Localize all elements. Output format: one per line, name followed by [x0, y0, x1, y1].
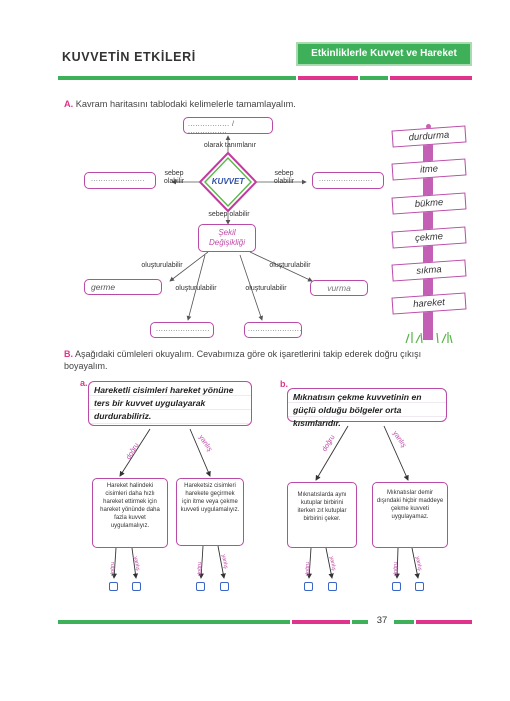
section-title-banner: Etkinliklerle Kuvvet ve Hareket: [296, 42, 472, 66]
germe-label: germe: [91, 282, 116, 292]
a2-dogru: doğru: [197, 561, 203, 576]
a1-dogru: doğru: [110, 561, 116, 576]
b-letter: b.: [280, 379, 288, 389]
edge-bottom-right-label: oluşturulabilir: [245, 285, 287, 292]
b-left-text-box: Mıknatıslarda aynı kutuplar birbirini it…: [287, 482, 357, 548]
bottom-right-blank: ......................: [248, 326, 302, 333]
part-b-text: Aşağıdaki cümleleri okuyalım. Cevabımıza…: [64, 349, 422, 371]
b1-dogru-checkbox[interactable]: [304, 582, 313, 591]
top-blank-box[interactable]: ................. / ................: [183, 117, 273, 135]
a1-yanlis-checkbox[interactable]: [132, 582, 141, 591]
b-statement: Mıknatısın çekme kuvvetinin en güçlü old…: [293, 392, 422, 428]
a-statement-box: Hareketli cisimleri hareket yönüne ters …: [88, 381, 252, 426]
germe-box: germe: [84, 279, 162, 295]
b-left-text: Mıknatıslarda aynı kutuplar birbirini it…: [297, 492, 347, 522]
part-b-instruction: B. Aşağıdaki cümleleri okuyalım. Cevabım…: [64, 348, 454, 372]
b1-dogru: doğru: [305, 561, 311, 576]
a-left-text-box: Hareket halindeki cisimleri daha hızlı h…: [92, 478, 168, 548]
a-statement: Hareketli cisimleri hareket yönüne ters …: [94, 385, 234, 421]
section-title: Etkinliklerle Kuvvet ve Hareket: [311, 48, 457, 59]
a-right-text-box: Hareketsiz cisimleri harekete geçirmek i…: [176, 478, 244, 546]
page-number: 37: [371, 615, 393, 626]
edge-bottom-left-label: oluşturulabilir: [175, 285, 217, 292]
sign-pin: [426, 124, 431, 129]
top-blank: ................. / ................: [188, 121, 235, 135]
part-b-letter: B.: [64, 349, 73, 359]
edge-left-label: oluşturulabilir: [141, 262, 183, 269]
shape-change-node: Şekil Değişikliği: [198, 224, 256, 252]
bottom-left-blank-box[interactable]: ......................: [150, 322, 214, 338]
left-blank-box[interactable]: ......................: [84, 172, 156, 189]
b1-yanlis-checkbox[interactable]: [328, 582, 337, 591]
right-edge-label: sebep olabilir: [273, 170, 295, 185]
a1-dogru-checkbox[interactable]: [109, 582, 118, 591]
bottom-left-blank: ......................: [156, 326, 210, 333]
b-right-text: Mıknatıslar demir dışındaki hiçbir madde…: [376, 490, 444, 520]
left-blank: ......................: [91, 176, 145, 183]
a2-dogru-checkbox[interactable]: [196, 582, 205, 591]
b-statement-box: Mıknatısın çekme kuvvetinin en güçlü old…: [287, 388, 447, 428]
chapter-title: KUVVETİN ETKİLERİ: [62, 50, 196, 64]
footer-rule: [58, 619, 472, 625]
a-letter: a.: [80, 378, 88, 388]
down-edge-label: sebep olabilir: [208, 211, 250, 218]
part-a-instruction: A. Kavram haritasını tablodaki kelimeler…: [64, 99, 296, 109]
part-a-text: Kavram haritasını tablodaki kelimelerle …: [75, 99, 296, 109]
edge-right-label: oluşturulabilir: [269, 262, 311, 269]
a-left-text: Hareket halindeki cisimleri daha hızlı h…: [100, 483, 160, 529]
right-blank-box[interactable]: ......................: [312, 172, 384, 189]
b-right-text-box: Mıknatıslar demir dışındaki hiçbir madde…: [372, 482, 448, 548]
b2-dogru: doğru: [393, 561, 399, 576]
right-blank: ......................: [319, 176, 373, 183]
part-a-letter: A.: [64, 99, 74, 109]
vurma-label: vurma: [327, 283, 351, 293]
b2-dogru-checkbox[interactable]: [392, 582, 401, 591]
a2-yanlis-checkbox[interactable]: [220, 582, 229, 591]
center-concept: KUVVET: [211, 177, 245, 186]
b2-yanlis-checkbox[interactable]: [415, 582, 424, 591]
top-edge-label: olarak tanımlanır: [203, 142, 257, 149]
a-right-text: Hareketsiz cisimleri harekete geçirmek i…: [180, 483, 240, 513]
signpost-grass: [404, 330, 454, 344]
bottom-right-blank-box[interactable]: ......................: [244, 322, 302, 338]
vurma-box: vurma: [310, 280, 368, 296]
shape-change-label: Şekil Değişikliği: [208, 228, 245, 247]
header-rule: [58, 74, 472, 81]
left-edge-label: sebep olabilir: [163, 170, 185, 185]
